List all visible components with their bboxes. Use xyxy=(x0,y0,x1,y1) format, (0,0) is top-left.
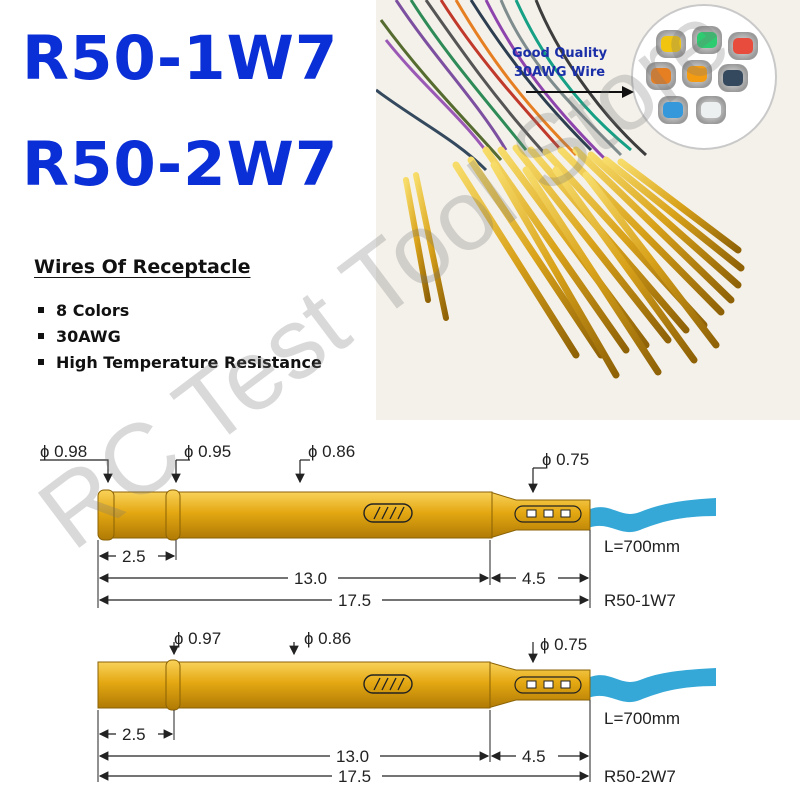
length-body-label: 13.0 xyxy=(294,569,327,588)
feature-item: 30AWG xyxy=(38,326,322,352)
length-head-label: 2.5 xyxy=(122,725,146,744)
diameter-collar-label: ɸ 0.97 xyxy=(174,629,221,648)
feature-item: High Temperature Resistance xyxy=(38,352,322,378)
wire-quality-label: Good Quality 30AWG Wire xyxy=(512,44,607,82)
collar-section xyxy=(165,659,181,711)
length-tail-label: 4.5 xyxy=(522,569,546,588)
wire-quality-line-1: Good Quality xyxy=(512,46,608,61)
diameter-collar-label: ɸ 0.95 xyxy=(184,442,231,461)
tail-section xyxy=(487,661,591,709)
receptacle-bundle xyxy=(403,144,745,379)
receptacle-drawing-r50-1w7: ɸ 0.98 ɸ 0.95 ɸ 0.86 ɸ 0.75 2.5 13.0 4.5… xyxy=(40,442,716,610)
head-section xyxy=(97,489,115,541)
wire-spools-inset xyxy=(631,4,777,150)
bullet-icon xyxy=(38,306,44,313)
length-total-label: 17.5 xyxy=(338,767,371,786)
product-photo xyxy=(376,0,800,420)
model-title-2: R50-2W7 xyxy=(22,129,339,200)
arrow-icon xyxy=(526,86,634,98)
diameter-tail-label: ɸ 0.75 xyxy=(540,635,587,654)
diameter-body-label: ɸ 0.86 xyxy=(308,442,355,461)
features-title: Wires Of Receptacle xyxy=(34,256,251,278)
tail-section xyxy=(489,491,591,539)
wire-shape xyxy=(588,668,716,703)
wire-shape xyxy=(588,498,716,533)
model-title-1: R50-1W7 xyxy=(22,23,339,94)
body-section xyxy=(97,661,491,709)
part-number-label: R50-1W7 xyxy=(604,591,676,610)
bullet-icon xyxy=(38,358,44,365)
feature-list: 8 Colors 30AWG High Temperature Resistan… xyxy=(38,300,322,378)
bullet-icon xyxy=(38,332,44,339)
wire-length-label: L=700mm xyxy=(604,709,680,728)
wire-bundle xyxy=(376,0,648,172)
length-body-label: 13.0 xyxy=(336,747,369,766)
receptacle-drawing-r50-2w7: ɸ 0.97 ɸ 0.86 ɸ 0.75 2.5 13.0 4.5 17.5 L… xyxy=(97,629,716,786)
wire-quality-line-2: 30AWG Wire xyxy=(513,65,606,80)
wire-length-label: L=700mm xyxy=(604,537,680,556)
diameter-tail-label: ɸ 0.75 xyxy=(542,450,589,469)
collar-section xyxy=(165,489,181,541)
dimension-drawings: ɸ 0.98 ɸ 0.95 ɸ 0.86 ɸ 0.75 2.5 13.0 4.5… xyxy=(40,442,716,786)
length-head-label: 2.5 xyxy=(122,547,146,566)
length-tail-label: 4.5 xyxy=(522,747,546,766)
feature-item: 8 Colors xyxy=(38,300,322,326)
length-total-label: 17.5 xyxy=(338,591,371,610)
diameter-body-label: ɸ 0.86 xyxy=(304,629,351,648)
part-number-label: R50-2W7 xyxy=(604,767,676,786)
diameter-head-label: ɸ 0.98 xyxy=(40,442,87,461)
